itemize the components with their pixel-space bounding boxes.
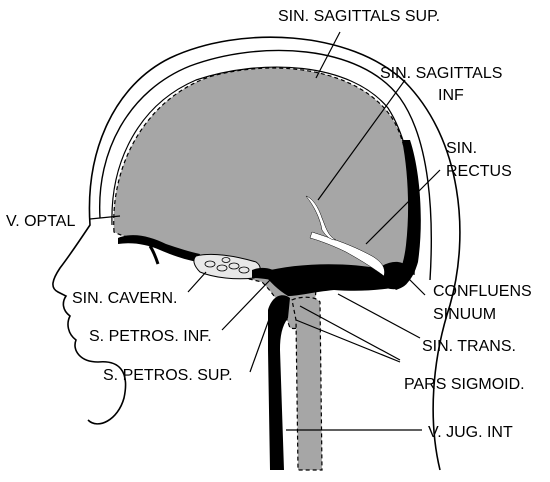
label-sin-rectus-2: RECTUS (446, 163, 512, 180)
head-outline (52, 36, 461, 471)
label-sin-trans: SIN. TRANS. (422, 338, 516, 355)
label-s-petros-sup: S. PETROS. SUP. (103, 367, 233, 384)
skull-outline (99, 49, 432, 281)
cavernous-cells (204, 257, 250, 274)
confluens-sinuum (382, 261, 410, 290)
label-sin-cavern: SIN. CAVERN. (72, 290, 178, 307)
internal-jugular-vein (291, 296, 323, 471)
label-confluens-1: CONFLUENS (433, 283, 532, 300)
label-s-petros-inf: S. PETROS. INF. (89, 328, 212, 345)
leader-lines (89, 31, 441, 431)
label-sin-sagittalis-inf-1: SIN. SAGITTALS (380, 65, 502, 82)
label-sin-sagittalis-inf-2: INF (438, 87, 464, 104)
transverse-sinus (262, 264, 403, 296)
label-confluens-2: SINUUM (433, 306, 496, 323)
brain-region (113, 67, 411, 330)
inferior-sagittal-sinus (305, 195, 337, 241)
label-sin-sagittalis-sup: SIN. SAGITTALS SUP. (278, 8, 440, 25)
label-v-optal: V. OPTAL (6, 213, 75, 230)
label-sin-rectus-1: SIN. (446, 140, 477, 157)
label-v-jug-int: V. JUG. INT (428, 424, 513, 441)
occipital-sinus-band (390, 140, 421, 290)
ophthalmic-vein-branch (148, 245, 160, 265)
straight-sinus (309, 231, 385, 277)
ophthalmic-vein (118, 235, 200, 262)
label-pars-sigmoid: PARS SIGMOID. (404, 376, 525, 393)
petrosal-sinus (252, 267, 282, 282)
sigmoid-sinus-column (268, 295, 290, 470)
